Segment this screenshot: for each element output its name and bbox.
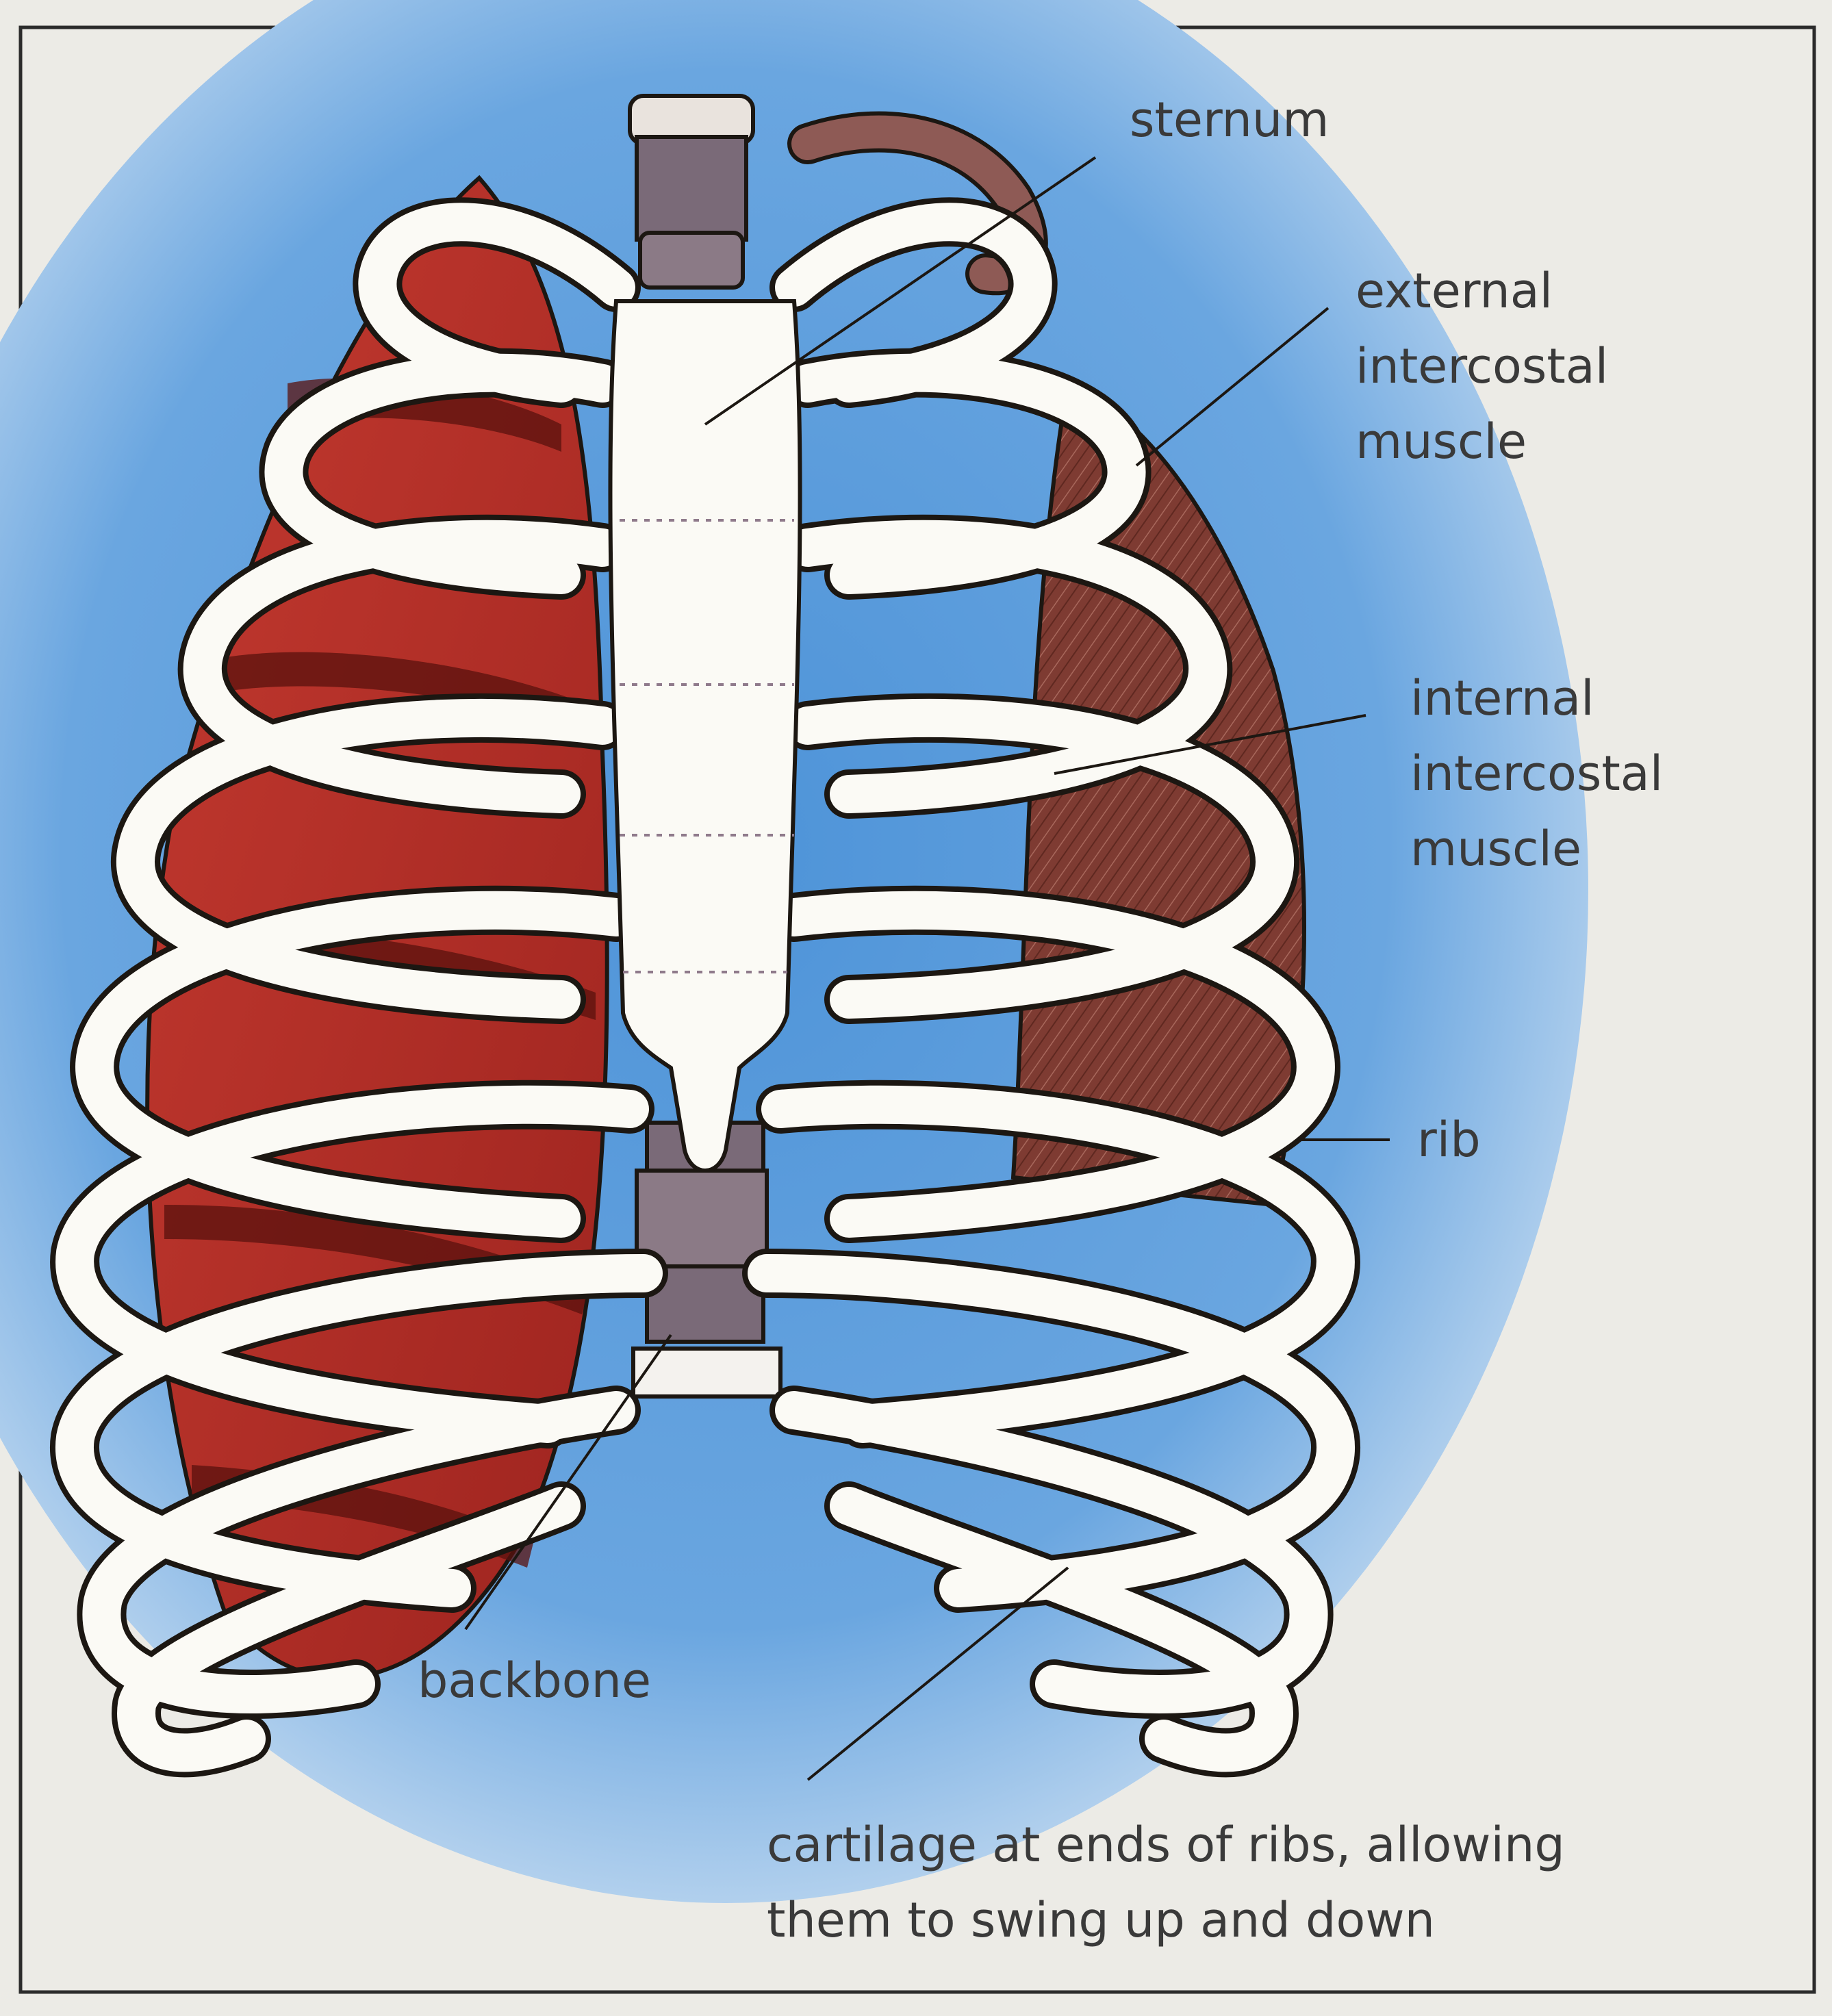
internal-intercostal-leader — [1054, 714, 1366, 775]
cartilage-label: cartilage at ends of ribs, allowing them… — [767, 1817, 1565, 1948]
external-intercostal-leader — [1135, 307, 1330, 467]
right-ribs — [742, 197, 1360, 1778]
sternum-leader — [704, 156, 1097, 426]
sternum-label: sternum — [1130, 92, 1330, 148]
left-ribs — [50, 197, 668, 1778]
rib-label: rib — [1417, 1112, 1481, 1168]
leader-lines — [464, 156, 1390, 1781]
cartilage-leader — [806, 1566, 1069, 1781]
internal-intercostal-muscle-label: internal intercostal muscle — [1410, 670, 1664, 877]
backbone-label: backbone — [418, 1653, 652, 1709]
external-intercostal-muscle-label: external intercostal muscle — [1356, 263, 1609, 470]
backbone-leader — [464, 1334, 672, 1631]
sternum-joints — [620, 519, 794, 973]
sternum — [608, 299, 802, 1173]
